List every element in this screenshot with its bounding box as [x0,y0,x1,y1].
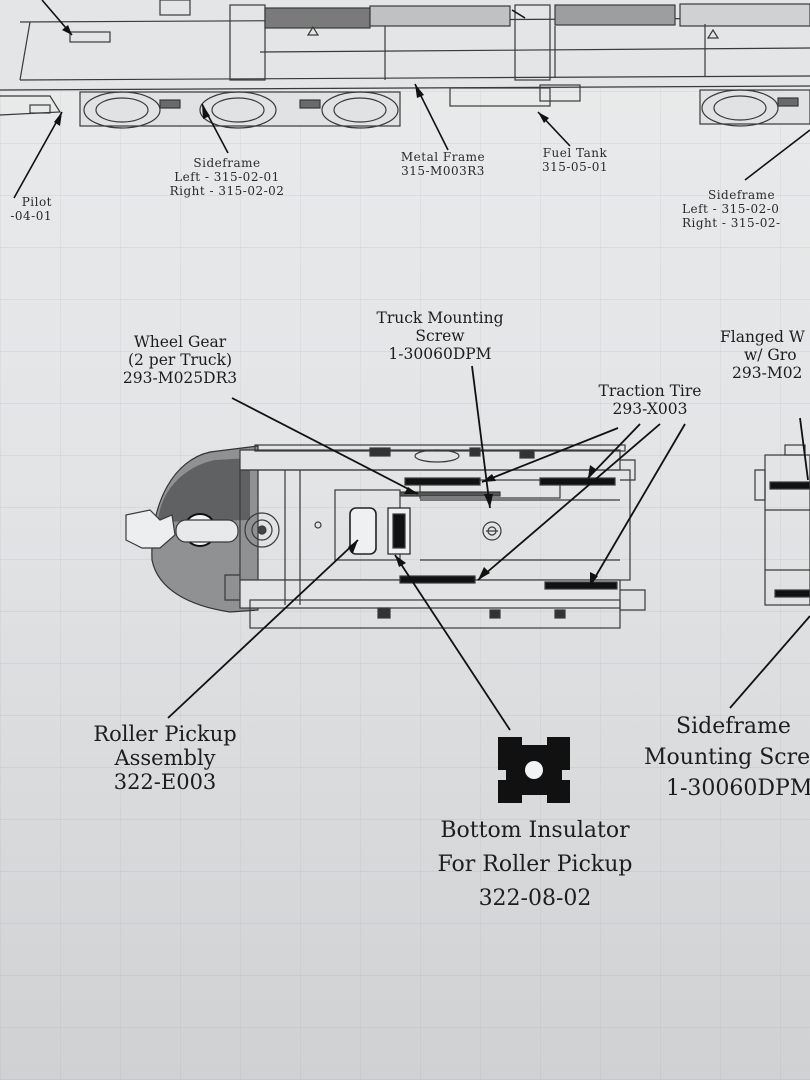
label-traction-tire-line1: Traction Tire [598,382,702,400]
label-truck-mounting-screw-line1: Truck Mounting [376,309,504,327]
label-sideframe-left-truck: Sideframe Left - 315-02-01 Right - 315-0… [142,156,312,198]
label-truck-mounting-screw-line3: 1-30060DPM [388,344,492,363]
label-traction-tire: Traction Tire 293-X003 [580,382,720,419]
right-truck-partial [754,444,810,606]
label-truck-mounting-screw: Truck Mounting Screw 1-30060DPM [355,309,525,363]
label-fuel-tank: Fuel Tank 315-05-01 [520,146,630,175]
label-pilot-line2: -04-01 [10,208,52,223]
label-sideframe-left-truck-line3: Right - 315-02-02 [169,183,285,198]
label-bottom-insulator-line2: For Roller Pickup [437,852,633,878]
label-pilot-line1: Pilot [21,195,52,209]
label-wheel-gear-line1: Wheel Gear [133,333,227,351]
label-roller-pickup-line3: 322-E003 [113,770,217,795]
label-sideframe-left-truck-line1: Sideframe [193,156,261,170]
label-metal-frame-line2: 315-M003R3 [401,163,485,178]
label-sideframe-mounting-screw-line1: Sideframe [676,714,791,739]
label-wheel-gear-line3: 293-M025DR3 [122,368,238,387]
label-flanged-wheel: Flanged W w/ Gro 293-M02 [718,328,810,382]
label-sideframe-mounting-screw-line2: Mounting Scre [644,744,810,770]
label-metal-frame: Metal Frame 315-M003R3 [378,150,508,179]
label-sideframe-right-truck-line2: Left - 315-02-0 [682,201,780,216]
label-sideframe-right-truck-line1: Sideframe [708,188,776,202]
label-pilot: Pilot -04-01 [0,195,52,224]
bottom-insulator-icon [498,737,570,803]
label-traction-tire-line2: 293-X003 [612,399,688,418]
truck-assembly-drawing [125,444,646,629]
label-fuel-tank-line2: 315-05-01 [541,159,609,174]
label-roller-pickup: Roller Pickup Assembly 322-E003 [75,722,255,794]
label-metal-frame-line1: Metal Frame [400,150,486,164]
label-sideframe-right-truck: Sideframe Left - 315-02-0 Right - 315-02… [682,188,810,230]
label-roller-pickup-line2: Assembly [114,746,216,771]
label-flanged-wheel-line2: w/ Gro [744,345,797,364]
label-flanged-wheel-line1: Flanged W [720,328,805,346]
label-flanged-wheel-line3: 293-M02 [732,363,803,382]
label-sideframe-mounting-screw-line3: 1-30060DPM [666,775,810,801]
label-roller-pickup-line1: Roller Pickup [93,722,237,746]
label-fuel-tank-line1: Fuel Tank [542,146,608,160]
label-wheel-gear-line2: (2 per Truck) [127,350,233,369]
label-sideframe-left-truck-line2: Left - 315-02-01 [174,169,280,184]
label-bottom-insulator: Bottom Insulator For Roller Pickup 322-0… [425,814,645,916]
locomotive-body [0,0,810,129]
label-bottom-insulator-line1: Bottom Insulator [440,818,630,843]
label-wheel-gear: Wheel Gear (2 per Truck) 293-M025DR3 [95,333,265,387]
label-sideframe-right-truck-line3: Right - 315-02- [682,215,781,230]
label-bottom-insulator-line3: 322-08-02 [478,886,592,912]
label-sideframe-mounting-screw: Sideframe Mounting Scre 1-30060DPM [640,712,810,804]
leader-lines-main [167,365,810,731]
label-truck-mounting-screw-line2: Screw [415,326,465,345]
